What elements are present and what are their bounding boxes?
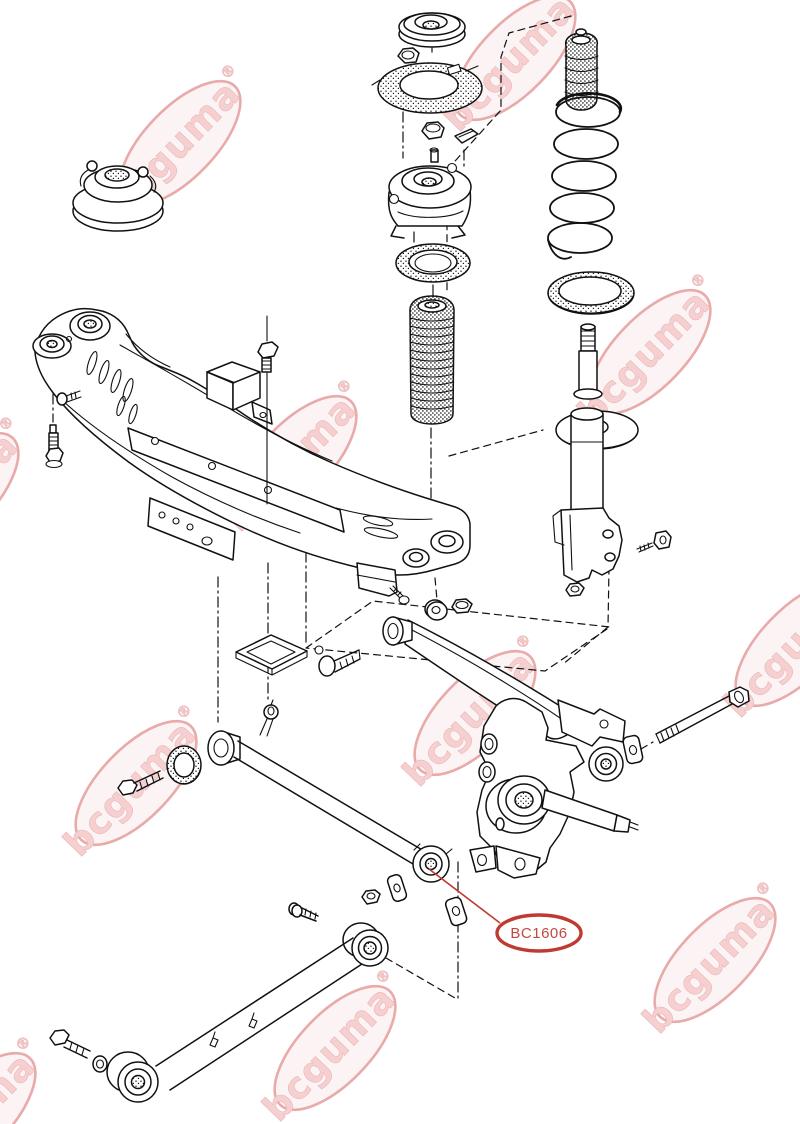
watermark-stamp: bcguma®	[715, 573, 800, 726]
arm-mount-plate	[622, 734, 644, 765]
lower-arm-bolt	[117, 770, 164, 796]
seal-washer	[166, 745, 202, 785]
part-number-label: BC1606	[510, 925, 567, 942]
trailing-arm-bolt	[49, 1029, 91, 1059]
square-seat-plate	[235, 634, 308, 676]
subframe-left-bolt	[45, 424, 64, 469]
knuckle-hub	[469, 697, 639, 879]
mount-plate-b	[444, 896, 468, 927]
trailing-arm-washer	[92, 1055, 108, 1073]
strut-nut	[565, 582, 585, 597]
strut-mount-spare	[72, 160, 164, 232]
nut-mid	[451, 598, 473, 614]
small-bolt-clip	[314, 645, 361, 677]
dust-boot	[409, 295, 455, 425]
spacer-clip	[454, 128, 479, 144]
subframe-vertical-bolt	[257, 315, 279, 505]
part-number-annotation: BC1606	[428, 868, 583, 953]
drawing-layer	[32, 12, 750, 1103]
part-number-ring	[495, 913, 583, 953]
trailing-arm	[106, 922, 389, 1103]
mount-nut	[421, 121, 445, 140]
subframe-bracket-box	[206, 361, 273, 425]
coil-spring	[547, 92, 623, 260]
strut-shock-absorber	[552, 323, 639, 583]
assembly-guide-lines	[52, 15, 654, 1001]
rear-subframe-crossmember	[32, 307, 471, 576]
leader-line	[428, 868, 501, 924]
svg-text:bcguma®: bcguma®	[633, 876, 795, 1042]
trailing-arm-screw	[288, 902, 319, 922]
long-arm-bolt	[655, 686, 750, 744]
lock-nut-top	[397, 47, 420, 64]
subframe-hanger-bracket	[356, 562, 410, 605]
svg-text:bcguma®: bcguma®	[0, 1031, 55, 1124]
trailing-arm-nut	[361, 889, 381, 905]
lower-spring-seat	[547, 271, 635, 315]
mount-bearing-ring	[395, 243, 471, 283]
watermark-stamp: bcguma®	[0, 411, 38, 577]
lower-lateral-arm	[207, 730, 453, 883]
svg-text:bcguma®: bcguma®	[0, 411, 38, 577]
watermark-stamp: bcguma®	[633, 876, 795, 1042]
mount-plate-a	[386, 874, 408, 902]
subframe-slots	[86, 350, 399, 539]
subframe-side-bolt-small	[56, 390, 82, 406]
dust-cap	[398, 12, 466, 48]
strut-mount-main	[387, 147, 472, 239]
washer-mid	[424, 599, 448, 621]
strut-bracket-bolt	[636, 530, 672, 553]
cotter-pin	[259, 699, 279, 737]
upper-spring-seat-plate	[371, 62, 483, 114]
